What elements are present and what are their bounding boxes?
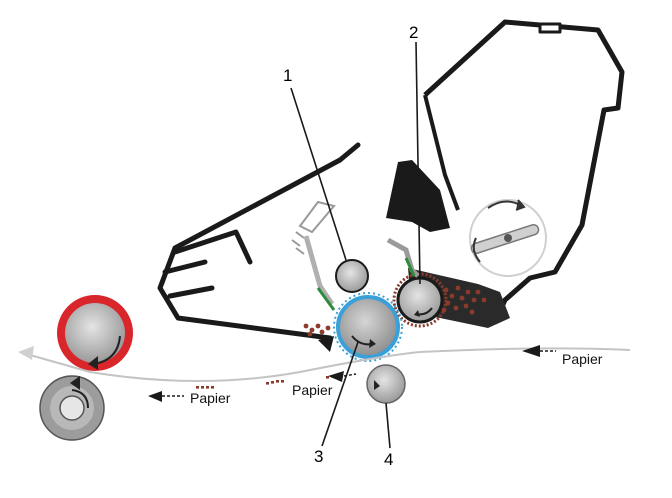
callout-line-4: [385, 402, 391, 449]
fuser-pressure-roller: [39, 375, 105, 441]
photoconductor-drum: [333, 292, 403, 362]
paper-arrow-left-icon: [148, 391, 162, 402]
paper-arrow-right-icon: [522, 345, 540, 357]
charge-roller: [335, 259, 369, 293]
paper-exit-arrow-icon: [18, 346, 34, 360]
doctor-blade: [386, 237, 420, 278]
cleaning-blade: [316, 287, 336, 311]
callout-1: 1: [283, 66, 292, 85]
callout-line-3: [321, 341, 359, 447]
callout-line-1: [290, 87, 347, 261]
cleaning-blade-holder: [291, 200, 336, 306]
callout-2: 2: [409, 23, 418, 42]
callout-3: 3: [314, 447, 323, 466]
doctor-blade-tip: [404, 257, 416, 277]
paper-arrow-middle-icon: [328, 371, 344, 382]
transfer-roller-arrow-icon: [374, 380, 380, 390]
agitator: [469, 199, 547, 277]
callout-line-2: [415, 41, 421, 285]
callout-4: 4: [384, 450, 393, 469]
waste-toner-particles: [303, 323, 331, 337]
drum-unit-housing: [157, 142, 361, 341]
paper-direction-arrows: [148, 345, 556, 402]
drum-housing-foot: [318, 336, 334, 352]
fuser-direction-arrow-icon: [70, 376, 80, 390]
agitator-rotation-arrow-icon: [472, 199, 526, 263]
fuser-heat-roller: [57, 295, 133, 371]
toner-cartridge-housing: [423, 19, 625, 325]
paper-label-right: Papier: [562, 351, 603, 367]
paper-label-middle: Papier: [292, 382, 333, 398]
transfer-roller: [366, 364, 406, 404]
paper-label-left: Papier: [190, 390, 231, 406]
